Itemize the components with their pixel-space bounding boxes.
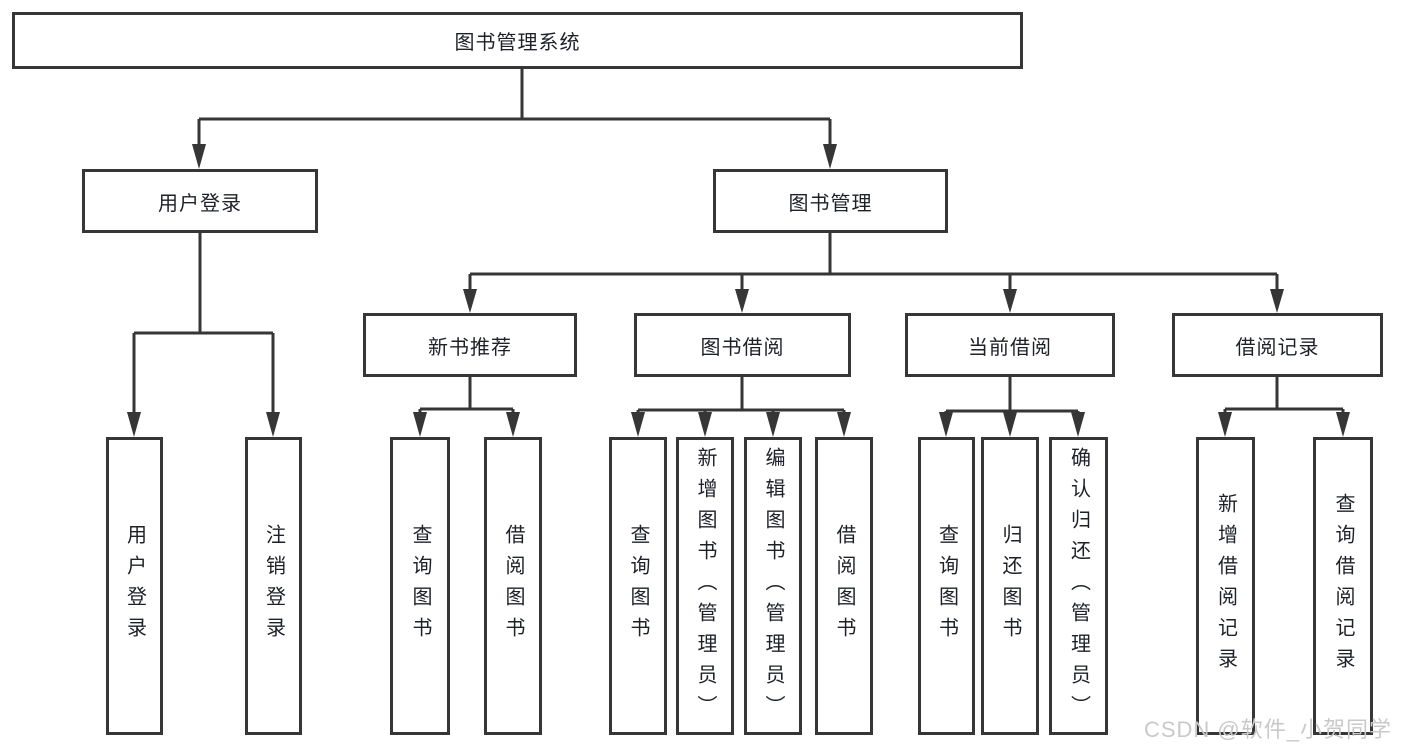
- node-user-login: 用户登录: [82, 169, 318, 233]
- connector-user-login-branch: [132, 233, 275, 418]
- leaf-borrow-query-books: 查询图书: [609, 437, 667, 735]
- leaf-logout: 注销登录: [245, 437, 302, 735]
- connector-borrow-record-branch: [1223, 377, 1345, 418]
- arrowheads: [127, 144, 1350, 437]
- connector-book-management-branch: [468, 232, 1279, 294]
- leaf-borrow-edit-books-admin: 编辑图书（管理员）: [744, 437, 802, 735]
- connector-new-book-branch: [418, 377, 515, 418]
- leaf-records-query-record: 查询借阅记录: [1313, 437, 1373, 735]
- watermark: CSDN @软件_小贺同学: [1143, 717, 1392, 742]
- node-borrow-records: 借阅记录: [1172, 313, 1383, 377]
- node-book-borrow: 图书借阅: [634, 313, 851, 377]
- leaf-recommend-query-books: 查询图书: [390, 437, 450, 735]
- node-book-management: 图书管理: [713, 169, 948, 233]
- leaf-records-add-record: 新增借阅记录: [1196, 437, 1255, 735]
- connector-current-borrow-branch: [944, 377, 1080, 418]
- node-new-book-recommend: 新书推荐: [363, 313, 577, 377]
- connector-root-to-level1: [197, 69, 832, 152]
- leaf-current-query-books: 查询图书: [918, 437, 975, 735]
- leaf-borrow-add-books-admin: 新增图书（管理员）: [676, 437, 734, 735]
- node-root: 图书管理系统: [12, 12, 1023, 69]
- leaf-borrow-borrow-books: 借阅图书: [815, 437, 873, 735]
- leaf-current-return-books: 归还图书: [981, 437, 1039, 735]
- node-current-borrow: 当前借阅: [905, 313, 1115, 377]
- leaf-current-confirm-return-admin: 确认归还（管理员）: [1049, 437, 1108, 735]
- connector-book-borrow-branch: [636, 377, 846, 418]
- leaf-recommend-borrow-books: 借阅图书: [484, 437, 542, 735]
- leaf-user-login: 用户登录: [106, 437, 163, 735]
